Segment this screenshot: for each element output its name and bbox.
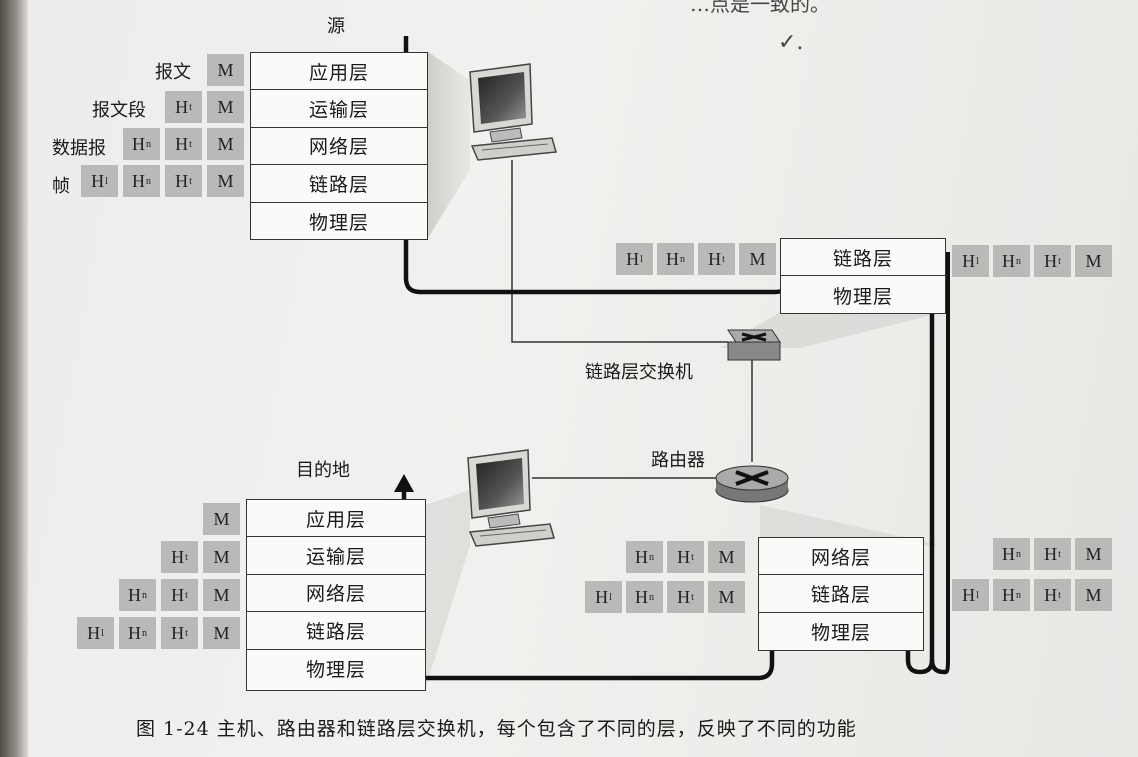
- dest-transport-layer: 运输层: [247, 537, 425, 575]
- top-fragment-text: …点是一致的。: [690, 0, 830, 16]
- router-physical-layer: 物理层: [810, 621, 871, 644]
- pdu-label-segment: 报文段: [92, 100, 146, 121]
- header-m: M: [708, 541, 745, 573]
- router-label: 路由器: [651, 450, 705, 471]
- source-link-layer: 链路层: [251, 165, 427, 203]
- header-m: M: [739, 243, 776, 275]
- dest-link-layer: 链路层: [247, 612, 425, 650]
- dest-network-layer: 网络层: [247, 575, 425, 613]
- source-transport-layer: 运输层: [251, 90, 427, 128]
- page-binding-shadow: [0, 0, 28, 757]
- header-m: M: [1075, 538, 1112, 570]
- switch-protocol-stack: 链路层 物理层: [780, 238, 946, 314]
- dest-application-layer: 应用层: [247, 500, 425, 538]
- source-network-layer: 网络层: [251, 128, 427, 166]
- check-mark: ✓.: [778, 30, 804, 55]
- destination-computer-icon: [467, 449, 555, 547]
- header-m: M: [207, 165, 244, 197]
- header-m: M: [1075, 579, 1112, 611]
- router-protocol-stack: 网络层 链路层 物理层: [758, 537, 924, 651]
- router-device-icon: [715, 465, 789, 503]
- header-m: M: [203, 503, 240, 535]
- switch-device-icon: [727, 329, 781, 361]
- source-host-shadow: [428, 52, 470, 238]
- source-computer-icon: [469, 63, 557, 161]
- router-link-layer: 链路层: [759, 575, 923, 613]
- header-m: M: [203, 579, 240, 611]
- switch-label: 链路层交换机: [585, 362, 693, 383]
- switch-physical-layer: 物理层: [832, 285, 893, 308]
- header-m: M: [203, 617, 240, 649]
- header-m: M: [207, 54, 244, 86]
- network-links: [511, 160, 753, 479]
- header-m: M: [708, 581, 745, 613]
- source-physical-layer: 物理层: [308, 211, 369, 234]
- pdu-label-datagram: 数据报: [52, 138, 106, 159]
- source-application-layer: 应用层: [251, 53, 427, 91]
- switch-link-layer: 链路层: [781, 239, 945, 277]
- destination-title: 目的地: [296, 460, 350, 481]
- header-m: M: [207, 128, 244, 160]
- destination-protocol-stack: 应用层 运输层 网络层 链路层 物理层: [246, 499, 426, 691]
- header-m: M: [1075, 245, 1112, 277]
- pdu-label-frame: 帧: [52, 176, 70, 197]
- arrowhead-icon: [394, 474, 414, 492]
- source-protocol-stack: 应用层 运输层 网络层 链路层 物理层: [250, 52, 428, 240]
- dest-physical-layer: 物理层: [305, 658, 366, 681]
- header-m: M: [203, 541, 240, 573]
- router-shadow: [760, 505, 940, 545]
- router-network-layer: 网络层: [759, 538, 923, 576]
- pdu-label-message: 报文: [155, 62, 191, 83]
- header-m: M: [207, 91, 244, 123]
- figure-caption: 图 1-24 主机、路由器和链路层交换机，每个包含了不同的层，反映了不同的功能: [136, 718, 857, 740]
- dest-host-shadow: [425, 490, 470, 690]
- source-title: 源: [327, 16, 345, 37]
